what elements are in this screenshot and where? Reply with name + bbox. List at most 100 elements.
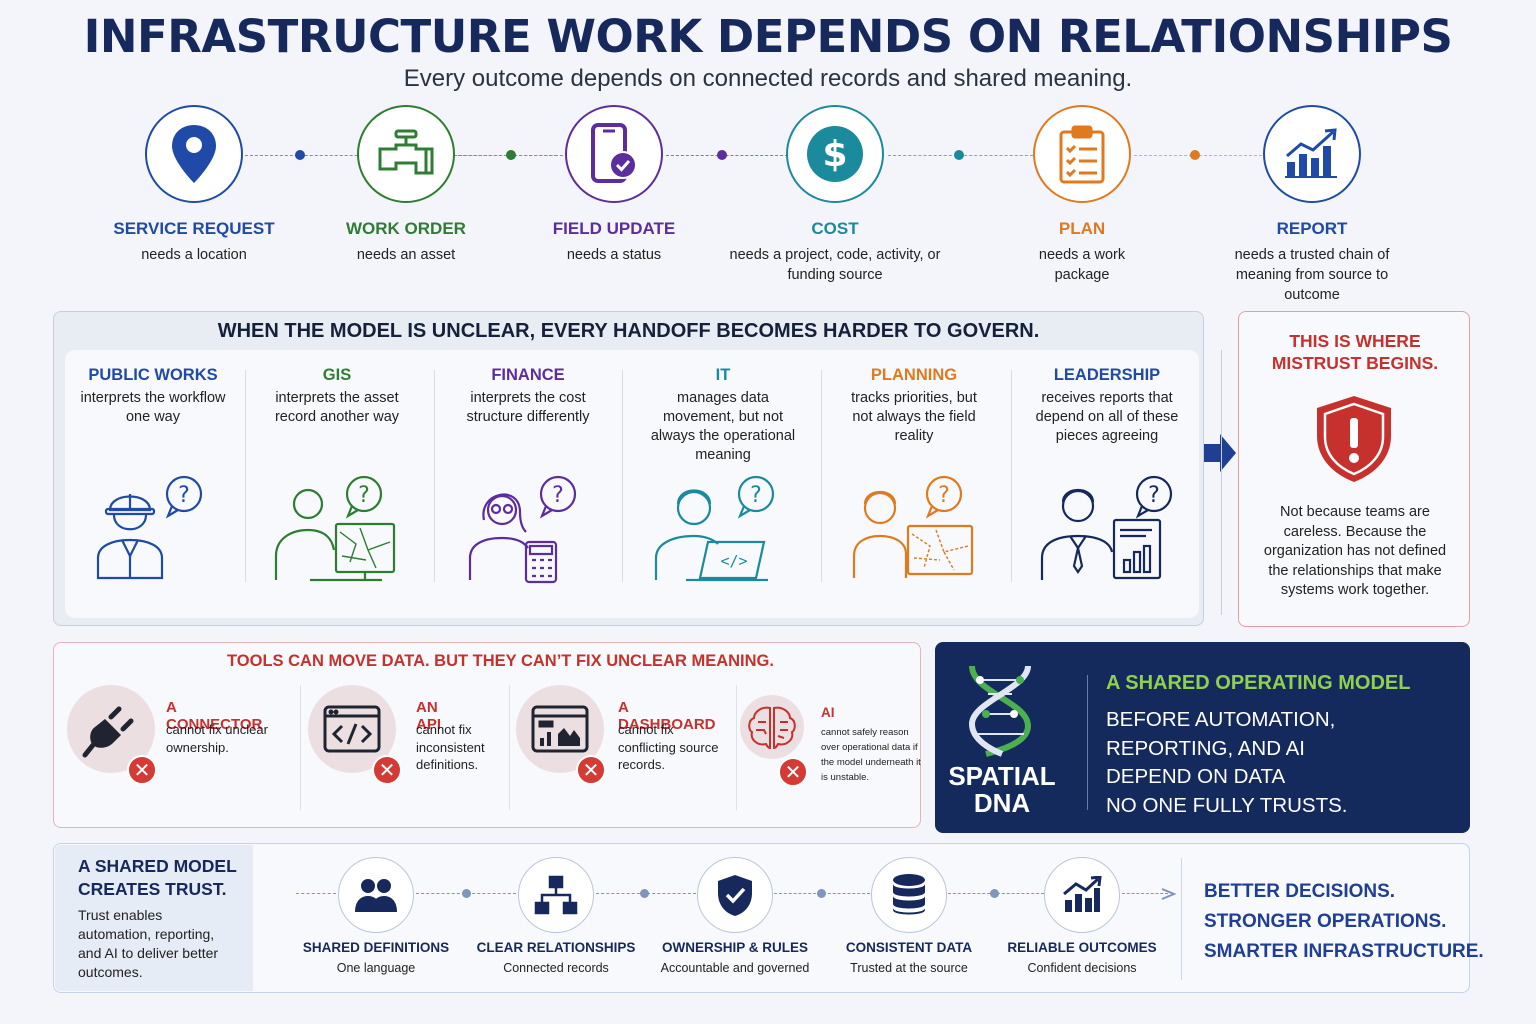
tool-label: AI: [821, 705, 835, 720]
finance-calculator-icon: ?: [468, 475, 577, 584]
dollar-icon: $: [786, 105, 884, 203]
dept-label: FINANCE: [491, 366, 565, 384]
page-subtitle: Every outcome depends on connected recor…: [403, 65, 1133, 92]
people-icon: [338, 857, 414, 933]
step-desc: One language: [336, 961, 416, 975]
dept-leadership: LEADERSHIP receives reports that depend …: [1027, 366, 1187, 446]
handoff-title: WHEN THE MODEL IS UNCLEAR, EVERY HANDOFF…: [217, 320, 1040, 342]
flow-dot: [1190, 150, 1200, 160]
tool-desc: cannot fix unclear ownership.: [166, 722, 268, 755]
dept-label: PLANNING: [870, 366, 958, 384]
mistrust-callout: THIS IS WHERE MISTRUST BEGINS. Not becau…: [1238, 311, 1470, 627]
step-label: CLEAR RELATIONSHIPS: [476, 940, 636, 955]
arrow-right-icon: [1204, 434, 1236, 472]
dept-label: LEADERSHIP: [1053, 366, 1161, 384]
flow-step-work-order: WORK ORDER needs an asset: [291, 105, 521, 265]
svg-text:$: $: [822, 134, 847, 175]
svg-text:?: ?: [750, 483, 762, 508]
dept-desc: tracks priorities, but not always the fi…: [851, 390, 977, 444]
mistrust-title: THIS IS WHERE MISTRUST BEGINS.: [1271, 331, 1439, 373]
outcome-item: STRONGER OPERATIONS.: [1204, 911, 1447, 932]
brand-line: DNA: [973, 788, 1031, 818]
flow-desc: needs a trusted chain of meaning from so…: [1234, 247, 1390, 303]
step-label: RELIABLE OUTCOMES: [1007, 940, 1157, 955]
flow-desc: needs a status: [566, 247, 662, 263]
flow-label: FIELD UPDATE: [552, 219, 676, 238]
dept-public-works: PUBLIC WORKS interprets the workflow one…: [78, 366, 228, 427]
flow-desc: needs a work package: [1038, 247, 1126, 283]
svg-text:</>: </>: [720, 552, 747, 570]
body-line: REPORTING, AND AI: [1106, 736, 1305, 760]
divider: [1087, 675, 1088, 810]
flow-connector: [666, 155, 788, 156]
brand-line: SPATIAL: [948, 761, 1056, 791]
svg-text:?: ?: [1148, 483, 1160, 508]
flow-label: SERVICE REQUEST: [113, 219, 275, 238]
trust-desc: Trust enables automation, reporting, and…: [78, 907, 219, 980]
divider: [1221, 350, 1222, 615]
x-icon: ✕: [372, 755, 402, 785]
dept-desc: interprets the cost structure differentl…: [466, 390, 590, 425]
step-consistent-data: CONSISTENT DATA Trusted at the source: [824, 857, 994, 975]
tool-label: A DASHBOARD: [618, 699, 716, 733]
title-line: CREATES TRUST.: [78, 879, 227, 899]
flow-dot: [506, 150, 516, 160]
x-icon: ✕: [576, 755, 606, 785]
tool-desc-rest: conflicting source records.: [618, 739, 719, 773]
tool-label: AN API: [416, 699, 442, 733]
x-icon: ✕: [127, 755, 157, 785]
step-label: CONSISTENT DATA: [845, 940, 973, 955]
hierarchy-icon: [518, 857, 594, 933]
dept-desc: manages data movement, but not always th…: [650, 390, 796, 463]
step-label: OWNERSHIP & RULES: [661, 940, 808, 955]
step-shared-definitions: SHARED DEFINITIONS One language: [291, 857, 461, 975]
x-icon: ✕: [778, 757, 808, 787]
dept-finance: FINANCE interprets the cost structure di…: [463, 366, 593, 427]
flow-dot: [717, 150, 727, 160]
phone-check-icon: [565, 105, 663, 203]
body-line: BEFORE AUTOMATION,: [1106, 708, 1336, 731]
leadership-report-icon: ?: [1040, 475, 1173, 580]
step-desc: Connected records: [503, 961, 609, 975]
svg-text:?: ?: [938, 483, 950, 508]
warning-shield-icon: [1317, 396, 1391, 482]
svg-text:?: ?: [358, 483, 370, 508]
body-line: DEPEND ON DATA: [1106, 765, 1286, 788]
dna-helix-icon: [968, 665, 1032, 757]
flow-label: COST: [811, 219, 859, 238]
flow-step-plan: PLAN needs a work package: [967, 105, 1197, 285]
step-label: SHARED DEFINITIONS: [302, 940, 450, 955]
step-connector: [1122, 893, 1168, 894]
step-clear-relationships: CLEAR RELATIONSHIPS Connected records: [471, 857, 641, 975]
step-reliable-outcomes: RELIABLE OUTCOMES Confident decisions: [997, 857, 1167, 975]
flow-dot: [954, 150, 964, 160]
step-desc: Trusted at the source: [850, 961, 968, 975]
dept-desc: interprets the asset record another way: [274, 390, 400, 425]
flow-desc: needs an asset: [356, 247, 456, 263]
trust-panel-left: [55, 845, 253, 991]
planning-map-icon: ?: [852, 475, 974, 578]
worker-hardhat-icon: ?: [96, 475, 203, 580]
brain-icon: [740, 695, 804, 759]
outcome-item: BETTER DECISIONS.: [1204, 881, 1396, 902]
dept-desc: interprets the workflow one way: [80, 390, 226, 425]
outcomes-list: BETTER DECISIONS. STRONGER OPERATIONS. S…: [1204, 877, 1484, 967]
svg-text:?: ?: [552, 483, 564, 508]
flow-label: REPORT: [1276, 219, 1348, 238]
divider: [509, 685, 510, 810]
flow-desc: needs a location: [141, 247, 247, 263]
outcome-item: SMARTER INFRASTRUCTURE.: [1204, 941, 1484, 962]
valve-icon: [357, 105, 455, 203]
tool-label: A CONNECTOR: [166, 699, 263, 733]
step-dot: [462, 889, 471, 898]
location-pin-icon: [145, 105, 243, 203]
page-title: INFRASTRUCTURE WORK DEPENDS ON RELATIONS…: [83, 10, 1453, 63]
shared-model-body: BEFORE AUTOMATION, REPORTING, AND AI DEP…: [1106, 706, 1348, 820]
step-dot: [817, 889, 826, 898]
dept-label: PUBLIC WORKS: [88, 366, 218, 384]
divider: [245, 370, 246, 582]
divider: [1011, 370, 1012, 582]
tools-title: TOOLS CAN MOVE DATA. BUT THEY CAN’T FIX …: [227, 652, 774, 670]
svg-text:?: ?: [178, 483, 190, 508]
